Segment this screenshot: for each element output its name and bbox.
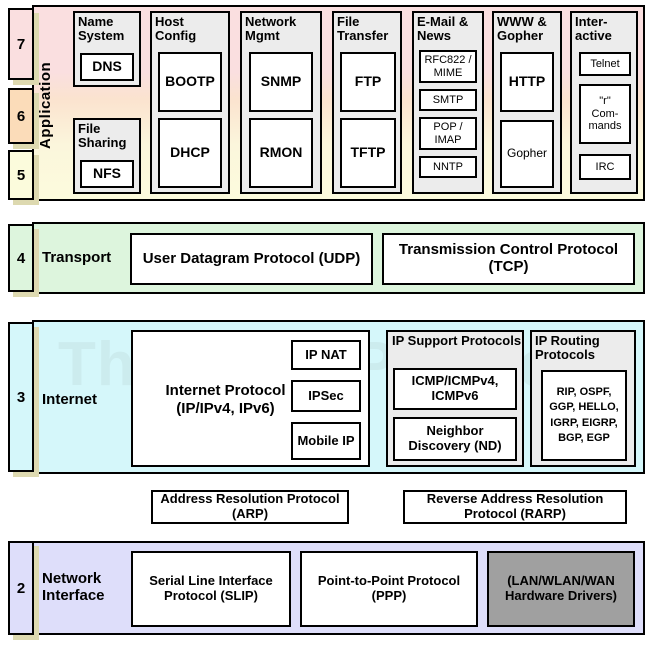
protocol-http-label: HTTP	[508, 73, 546, 90]
protocol-dns-label: DNS	[92, 58, 122, 75]
protocol-snmp-label: SNMP	[260, 73, 302, 90]
group-ip-support-protocols-title: IP Support Protocols	[392, 333, 522, 348]
protocol-ip-nat: IP NAT	[291, 340, 361, 370]
layer-number-6: 6	[8, 88, 34, 144]
group-file-transfer-title: File Transfer	[337, 14, 389, 44]
protocol-pop-imap-label: POP / IMAP	[433, 121, 463, 146]
protocol-routing-list: RIP, OSPF, GGP, HELLO, IGRP, EIGRP, BGP,…	[541, 370, 627, 461]
protocol-bootp-label: BOOTP	[165, 73, 215, 90]
layer-number-5: 5	[8, 150, 34, 200]
protocol-tcp-label: Transmission Control Protocol (TCP)	[398, 241, 619, 275]
protocol-routing-list-label: RIP, OSPF, GGP, HELLO, IGRP, EIGRP, BGP,…	[549, 385, 619, 444]
protocol-mobile-ip: Mobile IP	[291, 422, 361, 460]
group-www-gopher-title: WWW & Gopher	[497, 14, 547, 44]
protocol-rmon: RMON	[249, 118, 313, 188]
layer-number-4: 4	[8, 224, 34, 292]
protocol-ppp-label: Point-to-Point Protocol (PPP)	[317, 573, 461, 603]
protocol-neighbor-discovery-label: Neighbor Discovery (ND)	[408, 423, 502, 453]
protocol-hardware-drivers: (LAN/WLAN/WAN Hardware Drivers)	[487, 551, 635, 627]
protocol-ipsec-label: IPSec	[308, 387, 344, 403]
group-file-sharing-title: File Sharing	[78, 121, 127, 151]
group-interactive-title: Inter-active	[575, 14, 612, 44]
protocol-slip-label: Serial Line Interface Protocol (SLIP)	[149, 573, 273, 603]
protocol-nfs-label: NFS	[93, 165, 121, 182]
protocol-udp: User Datagram Protocol (UDP)	[130, 233, 373, 285]
protocol-ftp-label: FTP	[354, 73, 382, 90]
protocol-ppp: Point-to-Point Protocol (PPP)	[300, 551, 478, 627]
layer-number-2: 2	[8, 541, 34, 635]
protocol-dhcp-label: DHCP	[170, 144, 210, 161]
protocol-ip-nat-label: IP NAT	[305, 346, 347, 362]
group-name-system-title: Name System	[78, 14, 125, 44]
protocol-tftp-label: TFTP	[350, 144, 386, 161]
protocol-rarp: Reverse Address Resolution Protocol (RAR…	[403, 490, 627, 524]
group-ip-routing-protocols-title: IP Routing Protocols	[535, 333, 600, 363]
protocol-telnet-label: Telnet	[590, 57, 620, 70]
application-layer-name: Application	[37, 61, 54, 149]
protocol-irc: IRC	[579, 154, 631, 180]
protocol-smtp-label: SMTP	[432, 93, 464, 106]
protocol-udp-label: User Datagram Protocol (UDP)	[142, 249, 361, 267]
layer-number-2-label: 2	[16, 579, 26, 597]
protocol-dhcp: DHCP	[158, 118, 222, 188]
layer-number-3-label: 3	[16, 388, 26, 406]
protocol-rarp-label: Reverse Address Resolution Protocol (RAR…	[426, 491, 604, 521]
protocol-nntp-label: NNTP	[433, 160, 463, 173]
protocol-arp-label: Address Resolution Protocol (ARP)	[160, 491, 340, 521]
layer-number-7: 7	[8, 8, 34, 80]
protocol-bootp: BOOTP	[158, 52, 222, 112]
transport-layer-name: Transport	[42, 249, 112, 266]
group-email-news-title: E-Mail & News	[417, 14, 469, 44]
protocol-arp: Address Resolution Protocol (ARP)	[151, 490, 349, 524]
protocol-ipsec: IPSec	[291, 380, 361, 412]
group-host-config-title: Host Config	[155, 14, 197, 44]
protocol-nntp: NNTP	[419, 156, 477, 178]
protocol-tftp: TFTP	[340, 118, 396, 188]
layer-number-7-label: 7	[16, 35, 26, 53]
protocol-pop-imap: POP / IMAP	[419, 117, 477, 150]
protocol-tcp: Transmission Control Protocol (TCP)	[382, 233, 635, 285]
layer-number-4-label: 4	[16, 249, 26, 267]
protocol-mobile-ip-label: Mobile IP	[297, 432, 355, 448]
protocol-internet-protocol-label: Internet Protocol (IP/IPv4, IPv6)	[165, 382, 286, 417]
protocol-snmp: SNMP	[249, 52, 313, 112]
group-network-mgmt-title: Network Mgmt	[245, 14, 297, 44]
protocol-gopher-label: Gopher	[506, 146, 548, 161]
protocol-icmp-label: ICMP/ICMPv4, ICMPv6	[411, 373, 499, 403]
protocol-smtp: SMTP	[419, 89, 477, 111]
protocol-irc-label: IRC	[595, 160, 615, 173]
protocol-neighbor-discovery: Neighbor Discovery (ND)	[393, 417, 517, 461]
protocol-nfs: NFS	[80, 160, 134, 188]
layer-number-6-label: 6	[16, 107, 26, 125]
protocol-rfc822-mime-label: RFC822 / MIME	[424, 54, 472, 79]
protocol-gopher: Gopher	[500, 120, 554, 188]
protocol-slip: Serial Line Interface Protocol (SLIP)	[131, 551, 291, 627]
protocol-telnet: Telnet	[579, 52, 631, 76]
protocol-r-commands: "r"Com-mands	[579, 84, 631, 144]
protocol-rfc822-mime: RFC822 / MIME	[419, 50, 477, 83]
protocol-rmon-label: RMON	[259, 144, 303, 161]
protocol-http: HTTP	[500, 52, 554, 112]
layer-number-3: 3	[8, 322, 34, 472]
protocol-ftp: FTP	[340, 52, 396, 112]
internet-layer-name: Internet	[42, 391, 98, 408]
protocol-dns: DNS	[80, 53, 134, 81]
protocol-hardware-drivers-label: (LAN/WLAN/WAN Hardware Drivers)	[505, 573, 617, 603]
protocol-icmp: ICMP/ICMPv4, ICMPv6	[393, 368, 517, 410]
layer-number-5-label: 5	[16, 166, 26, 184]
